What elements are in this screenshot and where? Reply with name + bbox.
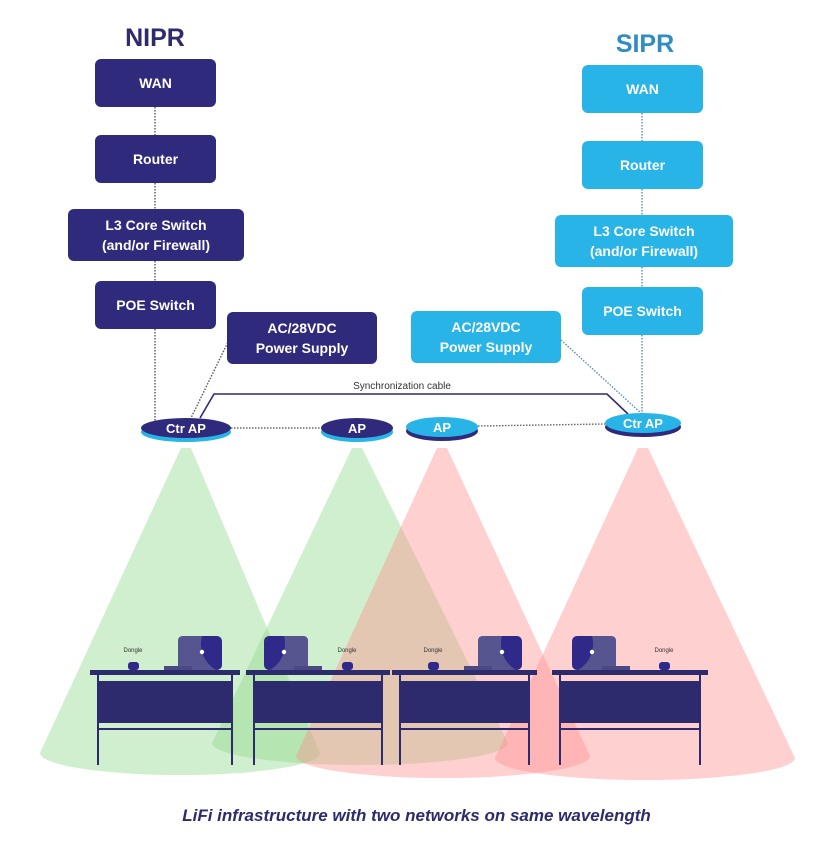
access-point-3: AP — [406, 417, 478, 441]
desk-panel — [253, 681, 383, 723]
dongle-label: Dongle — [423, 648, 443, 654]
access-point-disc — [605, 413, 681, 433]
laptop-base — [602, 666, 630, 670]
laptop-camera-icon — [199, 649, 205, 655]
dongle-label: Dongle — [654, 648, 674, 654]
desk-leg-left — [253, 675, 255, 765]
dongle-label: Dongle — [123, 648, 143, 654]
access-points: Ctr AP AP AP Ctr AP — [141, 413, 681, 442]
dongle-icon — [342, 662, 353, 670]
link-sipr-ap-ctrap — [477, 423, 606, 427]
desk-leg-left — [97, 675, 99, 765]
desk-rail — [97, 728, 233, 730]
light-beams — [40, 448, 795, 780]
desk-leg-left — [399, 675, 401, 765]
nipr-l3-switch-box: L3 Core Switch (and/or Firewall) — [68, 209, 244, 261]
laptop-camera-icon — [281, 649, 287, 655]
access-point-disc — [321, 418, 393, 438]
sipr-title: SIPR — [615, 30, 675, 58]
desk: Dongle — [392, 636, 537, 765]
diagram-caption: LiFi infrastructure with two networks on… — [182, 806, 651, 825]
laptop-camera-icon — [499, 649, 505, 655]
laptop-base — [464, 666, 492, 670]
light-beam-sipr-4 — [495, 448, 795, 780]
desk-panel — [399, 681, 530, 723]
access-point-disc — [406, 417, 478, 437]
synchronization-cable — [199, 393, 629, 419]
sipr-router-box: Router — [582, 141, 703, 189]
desks: Dongle Dongle Dongle Dongle — [90, 636, 708, 765]
desk-panel — [559, 681, 701, 723]
nipr-poe-switch-box: POE Switch — [95, 281, 216, 329]
connection-lines: Synchronization cable — [154, 107, 643, 429]
access-point-label: Ctr AP — [166, 421, 206, 436]
laptop-base — [164, 666, 192, 670]
nipr-wan-box: WAN — [95, 59, 216, 107]
sipr-power-supply-box: AC/28VDC Power Supply — [411, 311, 561, 363]
dongle-label: Dongle — [337, 648, 357, 654]
desk-top — [392, 670, 537, 675]
access-point-label: AP — [433, 420, 451, 435]
desk-rail — [253, 728, 383, 730]
sipr-wan-box: WAN — [582, 65, 703, 113]
nipr-title: NIPR — [125, 24, 185, 52]
access-point-2: AP — [321, 418, 393, 442]
desk-panel — [97, 681, 233, 723]
desk-leg-right — [699, 675, 701, 765]
desk-top — [246, 670, 390, 675]
dongle-icon — [428, 662, 439, 670]
access-point-disc — [141, 418, 231, 438]
desk-rail — [399, 728, 530, 730]
desk: Dongle — [246, 636, 390, 765]
link-sipr-psu-ctrap — [560, 339, 643, 415]
desk: Dongle — [90, 636, 240, 765]
laptop-screen-shade — [578, 636, 616, 670]
access-point-label: AP — [348, 421, 366, 436]
laptop-camera-icon — [589, 649, 595, 655]
laptop-base — [294, 666, 322, 670]
desk-leg-left — [559, 675, 561, 765]
laptop-screen-shade — [270, 636, 308, 670]
desk-leg-right — [231, 675, 233, 765]
sipr-poe-switch-box: POE Switch — [582, 287, 703, 335]
link-nipr-psu-ctrap — [189, 339, 230, 421]
dongle-icon — [659, 662, 670, 670]
desk-top — [552, 670, 708, 675]
desk-leg-right — [528, 675, 530, 765]
desk-leg-right — [381, 675, 383, 765]
access-point-4: Ctr AP — [605, 413, 681, 437]
laptop-screen-shade — [478, 636, 516, 670]
desk-top — [90, 670, 240, 675]
nipr-power-supply-box: AC/28VDC Power Supply — [227, 312, 377, 364]
laptop-screen-shade — [178, 636, 216, 670]
nipr-router-box: Router — [95, 135, 216, 183]
access-point-label: Ctr AP — [623, 416, 663, 431]
sipr-l3-switch-box: L3 Core Switch (and/or Firewall) — [555, 215, 733, 267]
desk: Dongle — [552, 636, 708, 765]
access-point-1: Ctr AP — [141, 418, 231, 442]
desk-rail — [559, 728, 701, 730]
synchronization-cable-label: Synchronization cable — [353, 381, 451, 392]
dongle-icon — [128, 662, 139, 670]
